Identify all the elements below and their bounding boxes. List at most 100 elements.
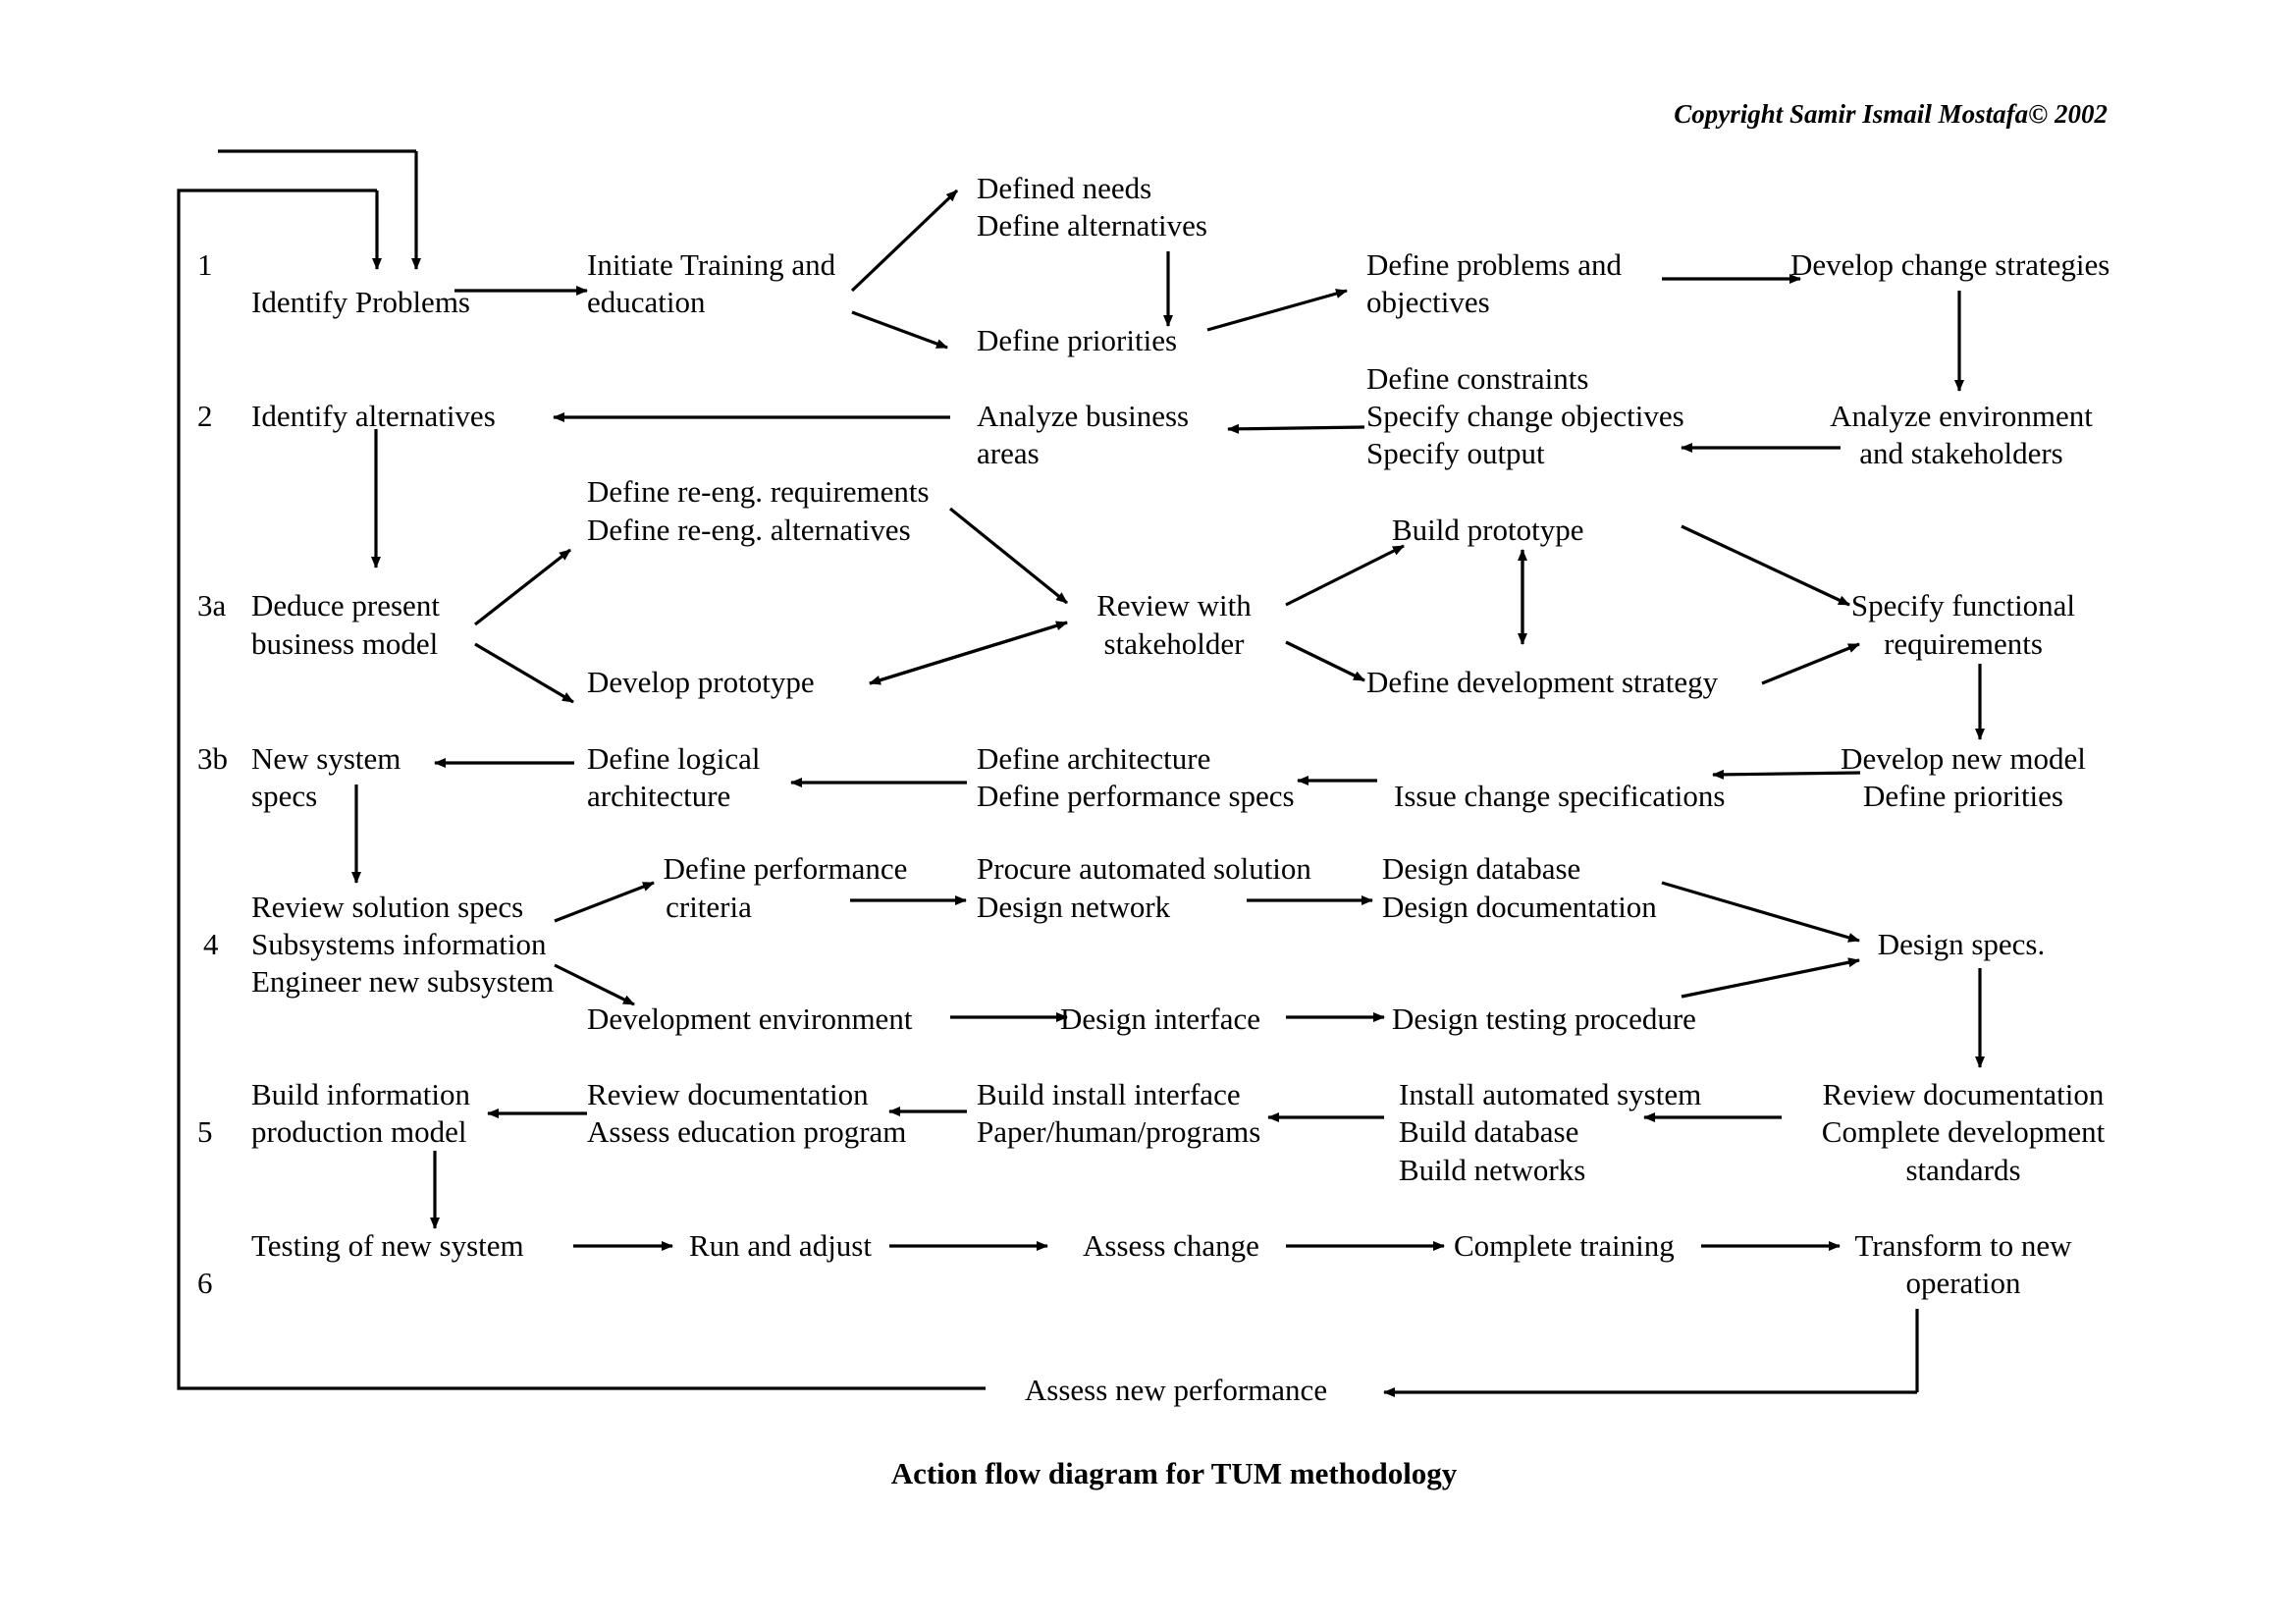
node-transform-operation-line-1: Transform to new: [1854, 1228, 2072, 1263]
arrow-review-solution-to-define-performance: [554, 881, 655, 923]
node-define-reeng-line-2: Define re-eng. alternatives: [587, 513, 911, 547]
row-label-2: 2: [197, 399, 213, 433]
node-install-automated-line-2: Build database: [1399, 1114, 1578, 1149]
arrow-initiate-training-to-defined-needs: [850, 189, 959, 293]
node-define-performance-line-1: Define performance: [664, 851, 908, 886]
row-5-nodes: Build information production model Revie…: [251, 1077, 2106, 1187]
node-define-priorities: Define priorities: [977, 323, 1177, 357]
node-define-development-strategy: Define development strategy: [1366, 665, 1719, 699]
arrow-define-constraints-to-analyze-business: [1227, 423, 1365, 434]
node-define-logical-line-2: architecture: [587, 779, 730, 813]
node-define-constraints-line-1: Define constraints: [1366, 361, 1588, 396]
node-design-specs: Design specs.: [1878, 927, 2045, 961]
node-procure-solution-line-2: Design network: [977, 890, 1171, 924]
node-assess-new-performance: Assess new performance: [1025, 1373, 1327, 1407]
node-build-install-interface-line-1: Build install interface: [977, 1077, 1241, 1111]
node-analyze-business-line-2: areas: [977, 436, 1040, 470]
node-design-database-line-2: Design documentation: [1382, 890, 1657, 924]
diagram-caption: Action flow diagram for TUM methodology: [891, 1456, 1458, 1490]
row-label-6: 6: [197, 1266, 213, 1300]
node-deduce-model-line-1: Deduce present: [251, 588, 440, 623]
node-specify-functional-line-2: requirements: [1884, 626, 2043, 661]
node-review-doc-education-line-1: Review documentation: [587, 1077, 869, 1111]
row-label-3b: 3b: [197, 741, 228, 776]
row-1-nodes: Identify Problems Initiate Training and …: [251, 171, 2109, 357]
node-develop-new-model-line-1: Develop new model: [1841, 741, 2086, 776]
node-complete-training: Complete training: [1454, 1228, 1675, 1263]
arrow-build-prototype-to-specify-functional: [1681, 524, 1850, 607]
node-identify-alternatives: Identify alternatives: [251, 399, 496, 433]
node-testing-new-system: Testing of new system: [251, 1228, 524, 1263]
node-install-automated-line-3: Build networks: [1399, 1153, 1585, 1187]
node-review-doc-standards-line-1: Review documentation: [1823, 1077, 2105, 1111]
arrow-deduce-model-to-define-reeng: [474, 548, 571, 626]
node-defined-needs-line-2: Define alternatives: [977, 208, 1207, 243]
row-labels: 1 2 3a 3b 4 5 6: [197, 247, 228, 1300]
arrow-review-solution-to-development-environment: [554, 963, 635, 1006]
node-issue-change-specifications: Issue change specifications: [1394, 779, 1725, 813]
node-assess-change: Assess change: [1083, 1228, 1259, 1263]
arrow-deduce-model-to-develop-prototype: [474, 642, 574, 704]
arrow-define-reeng-to-review-stakeholder: [948, 507, 1069, 605]
node-defined-needs-line-1: Defined needs: [977, 171, 1151, 205]
node-specify-functional-line-1: Specify functional: [1851, 588, 2075, 623]
node-build-info-model-line-1: Build information: [251, 1077, 471, 1111]
row-3b-nodes: New system specs Define logical architec…: [251, 741, 2086, 813]
node-define-logical-line-1: Define logical: [587, 741, 760, 776]
node-review-doc-education-line-2: Assess education program: [587, 1114, 906, 1149]
node-development-environment: Development environment: [587, 1001, 913, 1036]
node-define-constraints-line-2: Specify change objectives: [1366, 399, 1684, 433]
arrow-review-stakeholder-to-define-dev-strategy: [1285, 640, 1365, 682]
arrow-initiate-training-to-define-priorities: [851, 310, 948, 350]
node-define-problems-line-2: objectives: [1366, 285, 1490, 319]
row-6-nodes: Testing of new system Run and adjust Ass…: [251, 1228, 2072, 1407]
node-identify-problems: Identify Problems: [251, 285, 470, 319]
node-build-install-interface-line-2: Paper/human/programs: [977, 1114, 1260, 1149]
node-review-solution-line-3: Engineer new subsystem: [251, 964, 554, 999]
node-design-testing-procedure: Design testing procedure: [1392, 1001, 1696, 1036]
arrow-define-dev-strategy-to-specify-functional: [1761, 642, 1860, 685]
node-develop-new-model-line-2: Define priorities: [1863, 779, 2063, 813]
node-define-problems-line-1: Define problems and: [1366, 247, 1622, 282]
node-define-performance-line-2: criteria: [666, 890, 752, 924]
node-initiate-training-line-2: education: [587, 285, 706, 319]
node-design-interface: Design interface: [1060, 1001, 1260, 1036]
node-review-stakeholder-line-2: stakeholder: [1104, 626, 1246, 661]
node-define-architecture-line-2: Define performance specs: [977, 779, 1295, 813]
row-4-nodes: Review solution specs Subsystems informa…: [251, 851, 2045, 1036]
node-review-doc-standards-line-3: standards: [1905, 1153, 2020, 1187]
node-develop-prototype: Develop prototype: [587, 665, 815, 699]
node-new-system-line-2: specs: [251, 779, 317, 813]
node-analyze-environment-line-2: and stakeholders: [1859, 436, 2062, 470]
node-review-stakeholder-line-1: Review with: [1096, 588, 1252, 623]
connectors: [351, 189, 1985, 1251]
arrow-design-testing-to-design-specs: [1681, 957, 1860, 999]
arrow-define-priorities-to-define-problems: [1206, 289, 1348, 332]
row-label-1: 1: [197, 247, 213, 282]
node-define-architecture-line-1: Define architecture: [977, 741, 1210, 776]
node-procure-solution-line-1: Procure automated solution: [977, 851, 1311, 886]
node-analyze-environment-line-1: Analyze environment: [1830, 399, 2093, 433]
node-define-constraints-line-3: Specify output: [1366, 436, 1545, 470]
node-transform-operation-line-2: operation: [1905, 1266, 2021, 1300]
arrow-develop-new-model-to-issue-change-specs: [1712, 769, 1861, 780]
feedback-loop-outer-line: [177, 189, 986, 1390]
node-install-automated-line-1: Install automated system: [1399, 1077, 1701, 1111]
node-run-and-adjust: Run and adjust: [689, 1228, 872, 1263]
node-review-doc-standards-line-2: Complete development: [1822, 1114, 2106, 1149]
node-deduce-model-line-2: business model: [251, 626, 438, 661]
row-label-5: 5: [197, 1114, 213, 1149]
row-label-3a: 3a: [197, 588, 227, 623]
node-develop-change-strategies: Develop change strategies: [1790, 247, 2109, 282]
arrow-develop-prototype-to-review-stakeholder: [869, 621, 1068, 685]
row-label-4: 4: [203, 927, 219, 961]
node-review-solution-line-2: Subsystems information: [251, 927, 547, 961]
node-new-system-line-1: New system: [251, 741, 400, 776]
node-review-solution-line-1: Review solution specs: [251, 890, 523, 924]
feedback-loop: [177, 149, 1919, 1397]
node-initiate-training-line-1: Initiate Training and: [587, 247, 836, 282]
arrow-design-database-to-design-specs: [1661, 881, 1860, 943]
node-analyze-business-line-1: Analyze business: [977, 399, 1189, 433]
copyright-note: Copyright Samir Ismail Mostafa© 2002: [1674, 99, 2108, 129]
